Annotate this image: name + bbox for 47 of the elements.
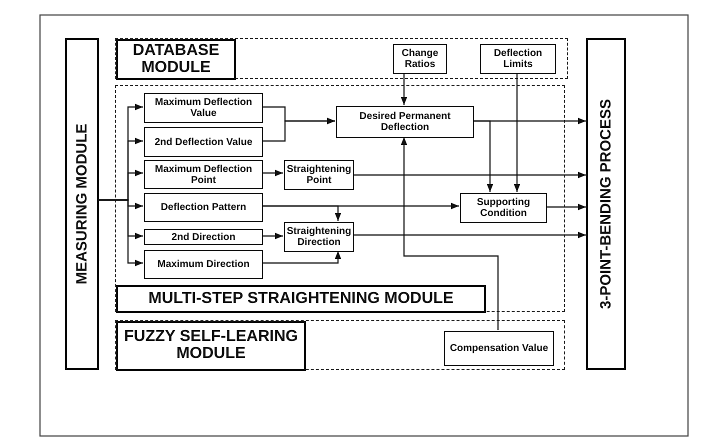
process-box <box>586 38 626 370</box>
arrow <box>353 172 586 178</box>
arrow <box>514 73 520 192</box>
box-label: Desired Permanent Deflection <box>358 111 452 133</box>
module-heading: MULTI-STEP STRAIGHTENING MODULE <box>116 285 486 313</box>
box-label: Deflection Limits <box>492 48 544 70</box>
process-box <box>336 106 474 138</box>
arrow <box>546 204 586 210</box>
box-label: Straightening Direction <box>286 226 352 248</box>
box-label: Deflection Pattern <box>160 202 246 213</box>
arrow <box>262 170 283 176</box>
module-region <box>115 85 565 312</box>
box-label: 2nd Deflection Value <box>154 136 252 148</box>
process-box <box>460 193 547 223</box>
module-region <box>115 38 568 79</box>
box-label: Change Ratios <box>400 48 440 70</box>
process-box <box>144 250 263 279</box>
box-label: Supporting Condition <box>476 197 532 219</box>
process-box <box>480 44 556 74</box>
box-label: MEASURING MODULE <box>74 124 90 284</box>
module-heading: DATABASE MODULE <box>116 39 236 80</box>
arrow <box>262 232 283 240</box>
arrow <box>473 120 494 192</box>
process-box <box>444 331 554 366</box>
module-region <box>115 320 565 370</box>
box-label: Maximum Deflection Value <box>154 97 254 119</box>
box-label: 2nd Direction <box>172 232 236 242</box>
arrow <box>400 137 499 330</box>
box-label: Maximum Deflection Point <box>154 164 254 186</box>
arrow <box>262 118 335 142</box>
arrow <box>400 73 408 105</box>
process-box <box>393 44 447 74</box>
arrow <box>99 199 143 266</box>
module-box <box>65 38 99 370</box>
process-box <box>144 193 263 222</box>
box-label: Maximum Direction <box>157 259 250 270</box>
process-box <box>144 229 263 245</box>
arrow <box>262 251 342 264</box>
arrow <box>353 232 586 238</box>
box-label: Straightening Point <box>286 164 352 186</box>
process-box <box>144 93 263 123</box>
process-box <box>144 160 263 189</box>
process-box <box>144 127 263 157</box>
module-heading: FUZZY SELF-LEARING MODULE <box>116 321 306 371</box>
box-label: 3-POINT-BENDING PROCESS <box>598 98 614 310</box>
box-label: Compensation Value <box>450 343 548 354</box>
arrow <box>262 205 342 221</box>
